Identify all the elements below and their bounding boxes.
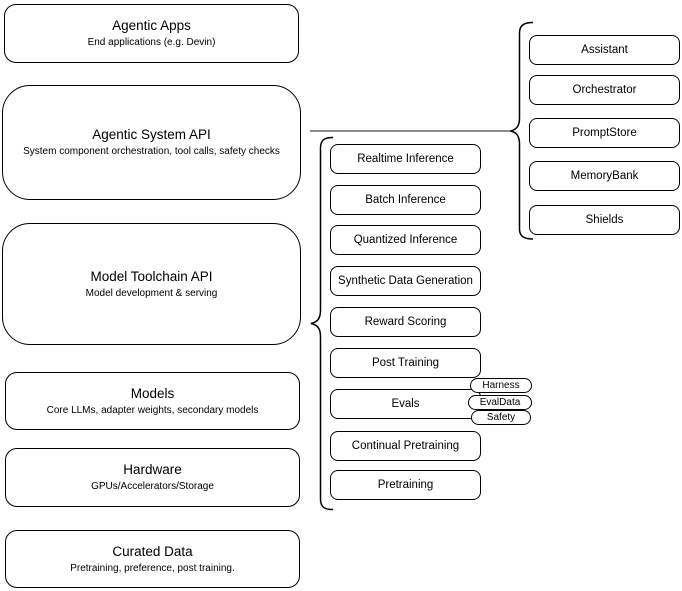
node-label: Shields xyxy=(585,214,624,226)
node-eval-harness: Harness xyxy=(470,378,532,393)
node-curated-data: Curated Data Pretraining, preference, po… xyxy=(5,530,300,588)
node-subtitle: System component orchestration, tool cal… xyxy=(23,146,280,157)
node-label: Evals xyxy=(391,398,420,410)
node-agentic-apps: Agentic Apps End applications (e.g. Devi… xyxy=(4,4,299,63)
node-label: Harness xyxy=(482,380,520,391)
node-label: Realtime Inference xyxy=(357,153,454,165)
node-memorybank: MemoryBank xyxy=(529,161,680,191)
node-shields: Shields xyxy=(529,205,680,235)
node-eval-safety: Safety xyxy=(471,410,531,425)
node-subtitle: Core LLMs, adapter weights, secondary mo… xyxy=(46,404,259,416)
node-realtime-inference: Realtime Inference xyxy=(330,144,481,174)
node-orchestrator: Orchestrator xyxy=(529,75,680,105)
node-title: Curated Data xyxy=(112,543,193,559)
node-label: EvalData xyxy=(479,397,521,408)
node-label: Synthetic Data Generation xyxy=(338,275,473,287)
node-eval-evaldata: EvalData xyxy=(468,395,532,410)
node-post-training: Post Training xyxy=(330,348,481,378)
node-label: MemoryBank xyxy=(570,170,639,182)
node-label: Orchestrator xyxy=(572,84,637,96)
node-label: Batch Inference xyxy=(365,194,446,206)
node-label: Post Training xyxy=(371,357,440,369)
node-title: Models xyxy=(130,385,175,401)
node-label: Assistant xyxy=(581,44,628,56)
node-subtitle: End applications (e.g. Devin) xyxy=(87,37,216,48)
node-title: Hardware xyxy=(123,462,182,477)
node-label: Quantized Inference xyxy=(353,234,458,246)
node-title: Agentic System API xyxy=(92,127,211,142)
node-model-toolchain-api: Model Toolchain API Model development & … xyxy=(2,223,301,345)
node-subtitle: GPUs/Accelerators/Storage xyxy=(91,481,214,492)
node-batch-inference: Batch Inference xyxy=(330,185,481,215)
node-reward-scoring: Reward Scoring xyxy=(330,307,481,337)
node-title: Model Toolchain API xyxy=(90,268,213,284)
node-evals: Evals xyxy=(330,389,481,419)
node-models: Models Core LLMs, adapter weights, secon… xyxy=(5,372,300,430)
node-subtitle: Pretraining, preference, post training. xyxy=(70,562,235,574)
node-label: Reward Scoring xyxy=(364,316,447,328)
node-assistant: Assistant xyxy=(529,35,680,65)
node-hardware: Hardware GPUs/Accelerators/Storage xyxy=(5,448,300,507)
node-pretraining: Pretraining xyxy=(330,470,481,500)
node-label: Pretraining xyxy=(377,479,434,491)
node-label: Safety xyxy=(486,412,516,423)
node-promptstore: PromptStore xyxy=(529,118,680,148)
node-quantized-inference: Quantized Inference xyxy=(330,225,481,255)
node-label: PromptStore xyxy=(572,127,637,139)
node-title: Agentic Apps xyxy=(112,18,191,33)
node-continual-pretraining: Continual Pretraining xyxy=(330,431,481,461)
node-label: Continual Pretraining xyxy=(351,440,460,452)
node-subtitle: Model development & serving xyxy=(85,287,218,299)
node-agentic-system-api: Agentic System API System component orch… xyxy=(2,85,301,200)
node-synthetic-data-generation: Synthetic Data Generation xyxy=(330,266,481,296)
